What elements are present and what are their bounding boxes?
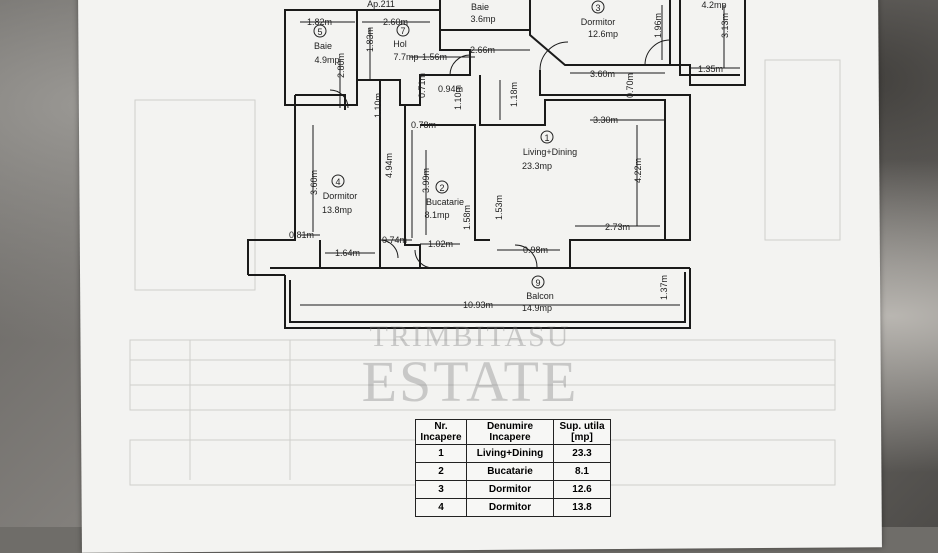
dimension-label: 0.71m	[417, 73, 427, 98]
dimension-label: 0.70m	[625, 73, 635, 98]
dimension-label: 1.18m	[509, 82, 519, 107]
header-name: Denumire Incapere	[466, 419, 554, 445]
room-number-circle	[540, 130, 554, 144]
dimension-label: 1.82m	[307, 17, 332, 27]
room-number-circle	[331, 174, 345, 188]
cell-area: 12.6	[553, 480, 611, 499]
cell-nr: 4	[415, 498, 467, 517]
dimension-label: 1.56m	[422, 52, 447, 62]
room-area: 4.9mp	[314, 55, 339, 65]
dimension-label: 3.30m	[593, 115, 618, 125]
room-area: 3.6mp	[470, 14, 495, 24]
dimension-label: 0.81m	[289, 230, 314, 240]
header-nr: Nr. Incapere	[415, 419, 467, 445]
room-name: Balcon	[526, 291, 554, 301]
doors	[329, 39, 671, 269]
dimension-label: 2.73m	[605, 222, 630, 232]
dimension-label: 1.10m	[453, 85, 463, 110]
room-area: 7.7mp	[393, 52, 418, 62]
dimension-lines	[300, 5, 740, 322]
room-number: 1	[544, 133, 549, 143]
rooms-table: Nr. Incapere Denumire Incapere Sup. util…	[415, 419, 611, 517]
cell-nr: 1	[415, 444, 467, 463]
dimension-label: 2.60m	[383, 17, 408, 27]
cell-nr: 3	[415, 480, 467, 499]
watermark-line2: ESTATE	[361, 349, 579, 414]
dimension-label: 3.60m	[309, 170, 319, 195]
room-area: 4.2mp	[701, 0, 726, 10]
dimension-label: 1.02m	[428, 239, 453, 249]
room-number-circle	[313, 24, 327, 38]
dimension-label: 1.83m	[365, 27, 375, 52]
dimension-label: 1.64m	[335, 248, 360, 258]
room-name: Baie	[471, 2, 489, 12]
room-number: 2	[439, 183, 444, 193]
table-header-row: Nr. Incapere Denumire Incapere Sup. util…	[415, 419, 611, 445]
room-name: Dormitor	[581, 17, 616, 27]
dimension-label: 1.10m	[373, 93, 383, 118]
room-number: 7	[400, 26, 405, 36]
watermark: TRIMBITASU ESTATE	[350, 320, 590, 414]
room-area: 13.8mp	[322, 205, 352, 215]
room-number-circle	[396, 23, 410, 37]
dimension-label: 3.13m	[720, 13, 730, 38]
dimension-label: 0.94m	[438, 84, 463, 94]
dimension-label: 1.37m	[659, 275, 669, 300]
room-number: 4	[335, 177, 340, 187]
dimension-label: 10.93m	[463, 300, 493, 310]
table-row: 1 Living+Dining 23.3	[415, 444, 611, 463]
dimension-label: 2.66m	[470, 45, 495, 55]
cell-area: 13.8	[553, 498, 611, 517]
table-row: 2 Bucatarie 8.1	[415, 462, 611, 481]
room-name: Dormitor	[323, 191, 358, 201]
dimension-label: 1.58m	[462, 205, 472, 230]
dimension-label: 0.78m	[411, 120, 436, 130]
dimension-label: 4.94m	[384, 153, 394, 178]
watermark-line1: TRIMBITASU	[369, 320, 571, 353]
cell-name: Living+Dining	[466, 444, 554, 463]
table-row: 3 Dormitor 12.6	[415, 480, 611, 499]
dimension-label: 0.98m	[523, 245, 548, 255]
room-area: 23.3mp	[522, 161, 552, 171]
room-name: Baie	[314, 41, 332, 51]
room-name: Hol	[393, 39, 407, 49]
cell-nr: 2	[415, 462, 467, 481]
room-area: 14.9mp	[522, 303, 552, 313]
header-area: Sup. utila [mp]	[553, 419, 611, 445]
dimension-label: 4.22m	[633, 158, 643, 183]
room-area: 8.1mp	[424, 210, 449, 220]
room-number: 5	[317, 27, 322, 37]
dimension-label: 1.96m	[653, 13, 663, 38]
room-name: Bucatarie	[426, 197, 464, 207]
dimension-label: 2.80m	[336, 53, 346, 78]
cell-area: 8.1	[553, 462, 611, 481]
cell-name: Bucatarie	[466, 462, 554, 481]
cell-name: Dormitor	[466, 498, 554, 517]
cell-area: 23.3	[553, 444, 611, 463]
cell-name: Dormitor	[466, 480, 554, 499]
faint-grid	[129, 59, 841, 486]
room-number-circle	[435, 180, 449, 194]
apartment-label: Ap.211	[367, 0, 395, 9]
room-name: Living+Dining	[523, 147, 577, 157]
dimension-labels: 1.82m 2.80m 1.83m 2.60m 2.66m 1.56m 0.94…	[289, 13, 730, 310]
room-number-circle	[591, 0, 605, 14]
dimension-label: 3.60m	[590, 69, 615, 79]
dimension-label: 0.74m	[382, 235, 407, 245]
room-area: 12.6mp	[588, 29, 618, 39]
dimension-label: 1.35m	[698, 64, 723, 74]
floor-plan: 5 Baie 4.9mp 7 Hol 7.7mp Ap.211 Baie 3.6…	[129, 0, 841, 486]
dimension-label: 1.53m	[494, 195, 504, 220]
dimension-label: 3.99m	[421, 168, 431, 193]
room-number: 3	[595, 3, 600, 13]
room-number: 9	[535, 278, 540, 288]
room-labels: 5 Baie 4.9mp 7 Hol 7.7mp Ap.211 Baie 3.6…	[313, 0, 727, 313]
room-number-circle	[531, 275, 545, 289]
table-row: 4 Dormitor 13.8	[415, 498, 611, 517]
